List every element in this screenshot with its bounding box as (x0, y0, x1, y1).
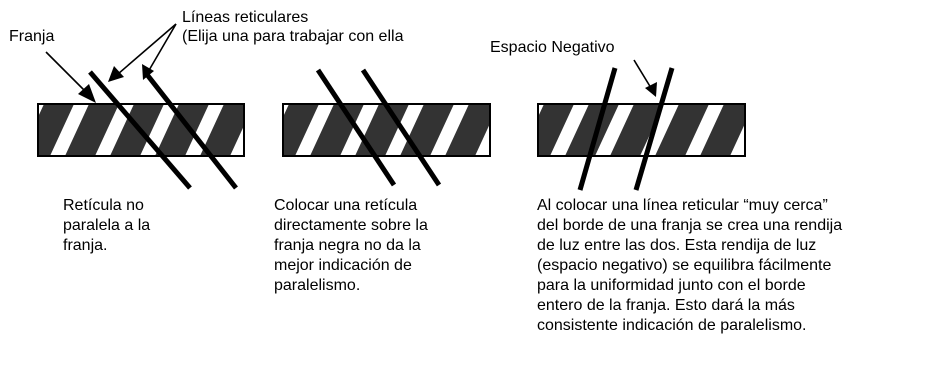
stripe-band-3 (537, 103, 746, 157)
caption-panel-3: Al colocar una línea reticular “muy cerc… (537, 197, 843, 334)
label-franja: Franja (9, 28, 55, 45)
reticle-line-1a (88, 70, 192, 190)
franja-pointer-arrowhead (78, 84, 96, 103)
caption-panel-1: Retícula no paralela a la franja. (63, 197, 151, 254)
reticle-line-3b (633, 67, 675, 191)
negative-space-pointer-line (633, 59, 652, 89)
reticle-line-3a (577, 67, 618, 191)
reticle-line-1b (143, 70, 238, 190)
label-lineas-reticulares: Líneas reticulares (182, 9, 309, 26)
caption-panel-2: Colocar una retícula directamente sobre … (274, 197, 428, 294)
reticle-line-2a (315, 68, 397, 187)
reticle-line-2b (360, 68, 442, 187)
label-lineas-reticulares-note: (Elija una para trabajar con ella (182, 28, 404, 45)
negative-space-pointer-arrowhead (645, 82, 657, 97)
franja-pointer-line (45, 51, 91, 97)
reticle-pointer-line-1 (117, 23, 177, 75)
reticle-pointer-arrowhead-2 (142, 64, 154, 80)
stripe-band-2 (282, 103, 491, 157)
reticle-pointer-arrowhead-1 (108, 66, 124, 82)
reticle-pointer-line-2 (147, 23, 177, 73)
label-espacio-negativo: Espacio Negativo (490, 39, 615, 56)
